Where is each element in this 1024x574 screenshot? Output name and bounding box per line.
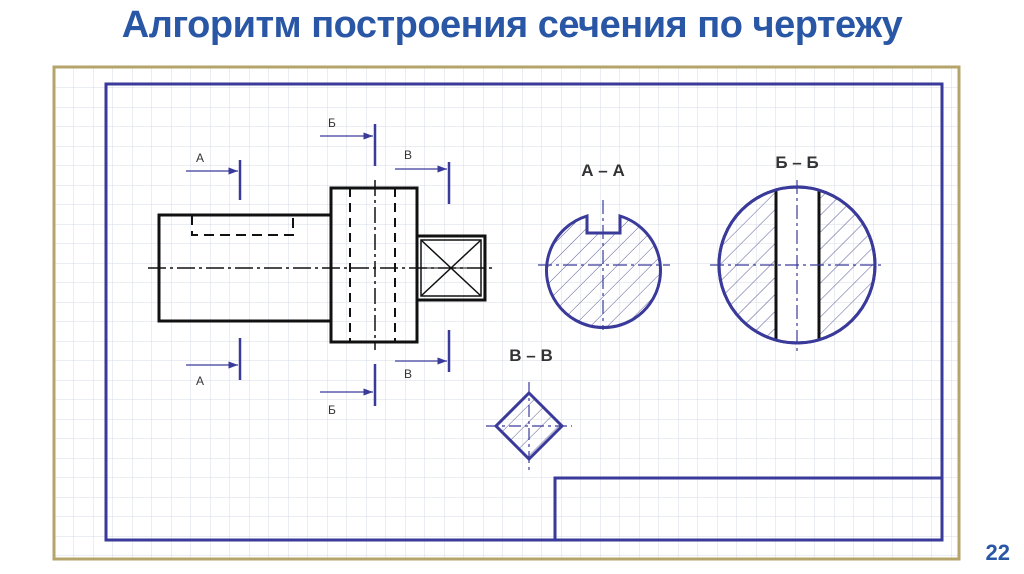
cut-label-b-bottom: Б — [328, 403, 336, 417]
title-block — [553, 476, 942, 540]
cutting-arrows — [186, 132, 447, 396]
cut-label-a-bottom: А — [196, 374, 204, 388]
slide-title: Алгоритм построения сечения по чертежу — [121, 4, 903, 46]
cut-label-b-top: Б — [328, 116, 336, 130]
section-v-v — [486, 382, 572, 470]
sheet-inner-frame — [104, 82, 944, 542]
section-title-bb: Б – Б — [775, 153, 818, 172]
cut-label-a-top: А — [196, 151, 204, 165]
slide-number: 22 — [985, 540, 1010, 565]
keyway-hidden — [191, 215, 294, 236]
cut-label-v-top: В — [404, 148, 412, 162]
section-b-b — [710, 180, 884, 352]
shaft-main-view — [148, 180, 496, 350]
cut-label-v-bottom: В — [404, 367, 412, 381]
cutting-planes — [238, 124, 451, 406]
section-a-a — [538, 200, 670, 330]
section-title-vv: В – В — [509, 346, 552, 365]
section-title-aa: А – А — [581, 161, 624, 180]
